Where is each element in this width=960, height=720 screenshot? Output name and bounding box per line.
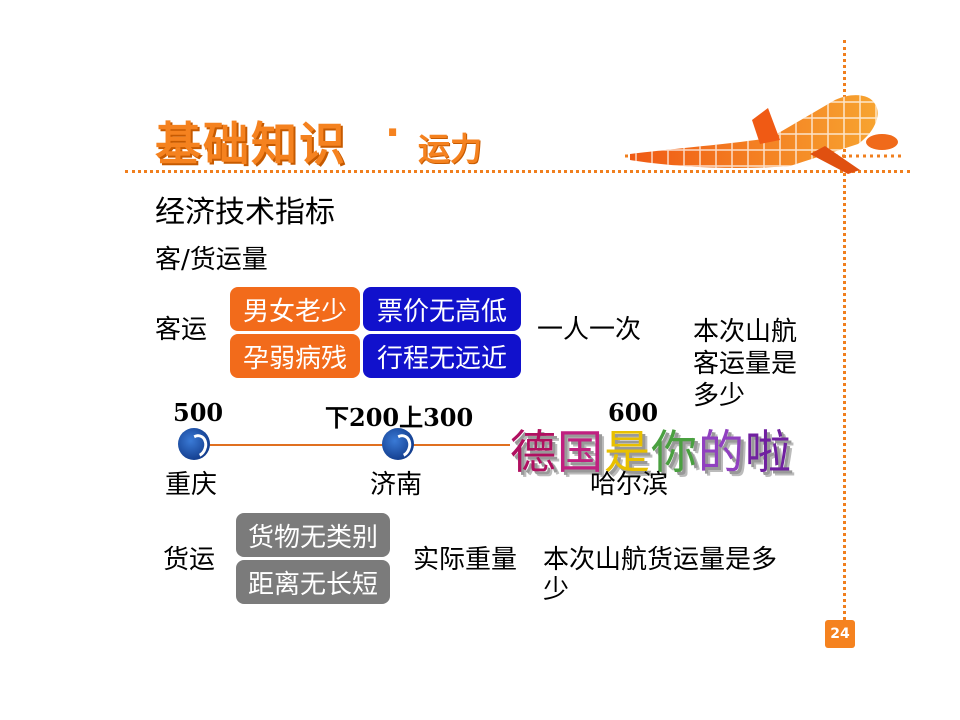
- passenger-label: 客运: [155, 315, 208, 345]
- wordart-char: 的: [698, 425, 745, 479]
- freight-tag-1: 货物无类别: [236, 513, 390, 557]
- city-jinan: 济南: [370, 470, 423, 500]
- passenger-tag-1: 男女老少: [230, 287, 360, 331]
- section-subheading: 客/货运量: [155, 245, 268, 275]
- passenger-tag-3: 孕弱病残: [230, 334, 360, 378]
- top-dashed-rule: [125, 170, 910, 173]
- route-start-value: 500: [173, 398, 224, 427]
- wordart-overlay: 德国是你的啦: [510, 416, 792, 482]
- section-heading: 经济技术指标: [155, 195, 335, 230]
- passenger-note: 一人一次: [537, 315, 642, 345]
- freight-label: 货运: [163, 545, 216, 575]
- route-line-segment-2: [410, 444, 510, 446]
- passenger-tag-2: 票价无高低: [363, 287, 521, 331]
- freight-question-line-1: 本次山航货运量是多: [543, 545, 778, 575]
- page-title: 基础知识: [155, 117, 347, 171]
- airline-logo-icon: [382, 428, 414, 460]
- airline-logo-icon: [178, 428, 210, 460]
- wordart-char: 啦: [745, 425, 792, 479]
- city-harbin: 哈尔滨: [590, 470, 669, 500]
- passenger-question-line-1: 本次山航: [693, 317, 798, 347]
- wordart-char: 国: [557, 425, 604, 479]
- freight-question-line-2: 少: [543, 575, 570, 605]
- page-number: 24: [825, 620, 855, 648]
- wordart-char: 德: [510, 425, 557, 479]
- passenger-question-line-2: 客运量是: [693, 349, 798, 379]
- freight-note: 实际重量: [413, 545, 518, 575]
- page-subtitle: 运力: [418, 130, 483, 168]
- passenger-tag-4: 行程无远近: [363, 334, 521, 378]
- wordart-char: 你: [651, 425, 698, 479]
- airplane-icon: [625, 95, 905, 174]
- passenger-question-line-3: 多少: [693, 381, 746, 411]
- freight-tag-2: 距离无长短: [236, 560, 390, 604]
- title-separator: ·: [385, 110, 401, 156]
- route-line-segment-1: [200, 444, 390, 446]
- wordart-char: 是: [604, 425, 651, 479]
- city-chongqing: 重庆: [165, 470, 218, 500]
- route-end-value: 600: [608, 398, 659, 427]
- right-dashed-rule: [843, 40, 846, 620]
